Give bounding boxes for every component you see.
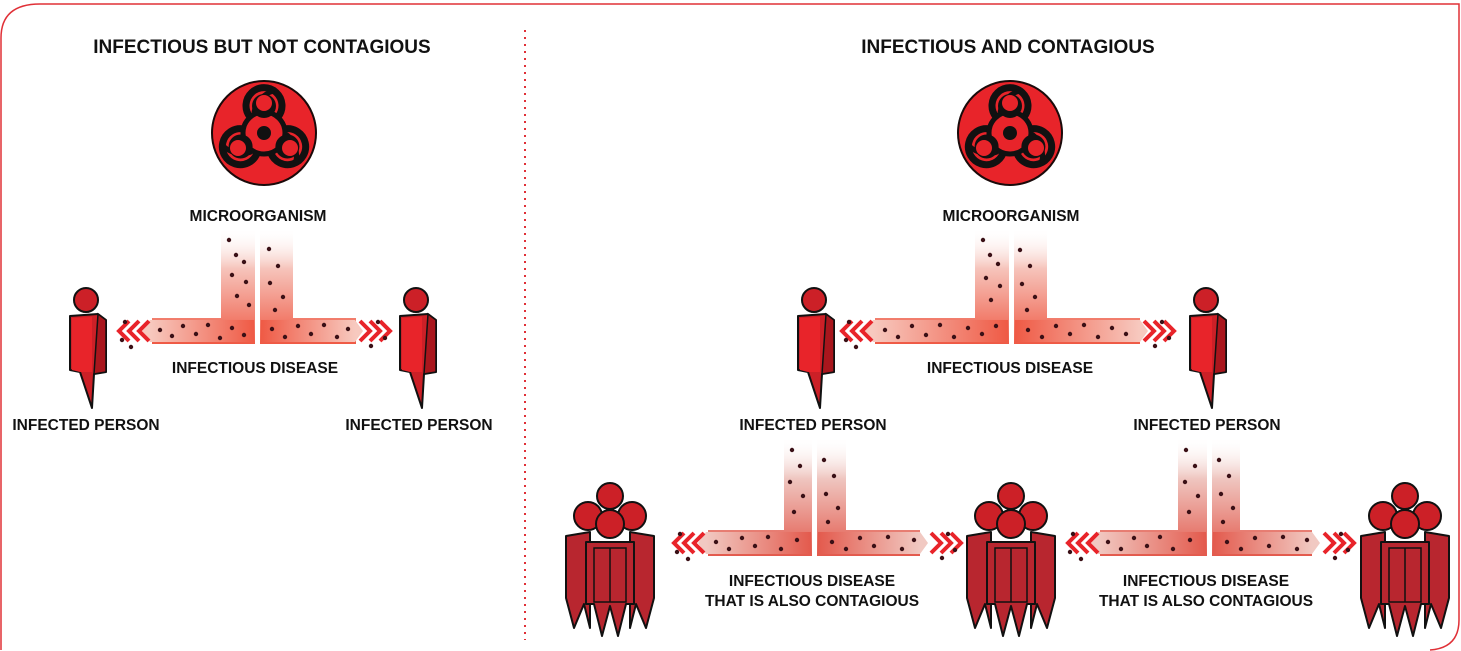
transmission-flow (840, 228, 1176, 350)
microorganism-label: MICROORGANISM (190, 208, 327, 225)
panel-border (0, 3, 1460, 651)
transmission-flow (117, 228, 392, 350)
flow-stem-right (260, 228, 356, 344)
left-panel-title: INFECTIOUS BUT NOT CONTAGIOUS (93, 37, 430, 58)
biohazard-icon (212, 81, 316, 185)
infected-person-right-label: INFECTED PERSON (345, 417, 492, 434)
people-group-icon-right (1360, 482, 1450, 637)
right-panel-title: INFECTIOUS AND CONTAGIOUS (861, 37, 1154, 58)
contagious-flow-left (672, 437, 963, 562)
person-icon-left (797, 287, 835, 409)
person-icon-left (69, 287, 107, 409)
flow-stem-left (152, 228, 255, 344)
right-panel: INFECTIOUS AND CONTAGIOUS MICROORGANISM (565, 37, 1450, 637)
particles (119, 237, 388, 350)
particles (674, 447, 958, 562)
left-panel: INFECTIOUS BUT NOT CONTAGIOUS MICROORGAN… (12, 37, 492, 434)
person-icon-right (399, 287, 437, 409)
people-group-icon-left (565, 482, 655, 637)
disease-label: INFECTIOUS DISEASE (927, 360, 1093, 377)
microorganism-label: MICROORGANISM (943, 208, 1080, 225)
biohazard-icon (958, 81, 1062, 185)
contagious-label-left-line2: THAT IS ALSO CONTAGIOUS (705, 593, 919, 610)
person-icon-right (1189, 287, 1227, 409)
flow-arm-right (261, 320, 355, 342)
contagious-label-left-line1: INFECTIOUS DISEASE (729, 573, 895, 590)
contagious-label-right-line1: INFECTIOUS DISEASE (1123, 573, 1289, 590)
disease-label: INFECTIOUS DISEASE (172, 360, 338, 377)
particles (843, 237, 1172, 350)
particles (1067, 447, 1351, 562)
contagious-flow-right (1066, 437, 1356, 562)
infected-person-left-label: INFECTED PERSON (12, 417, 159, 434)
infected-person-right-label: INFECTED PERSON (1133, 417, 1280, 434)
infected-person-left-label: INFECTED PERSON (739, 417, 886, 434)
people-group-icon-middle (966, 482, 1056, 637)
flow-arm-left (150, 320, 254, 342)
contagious-label-right-line2: THAT IS ALSO CONTAGIOUS (1099, 593, 1313, 610)
